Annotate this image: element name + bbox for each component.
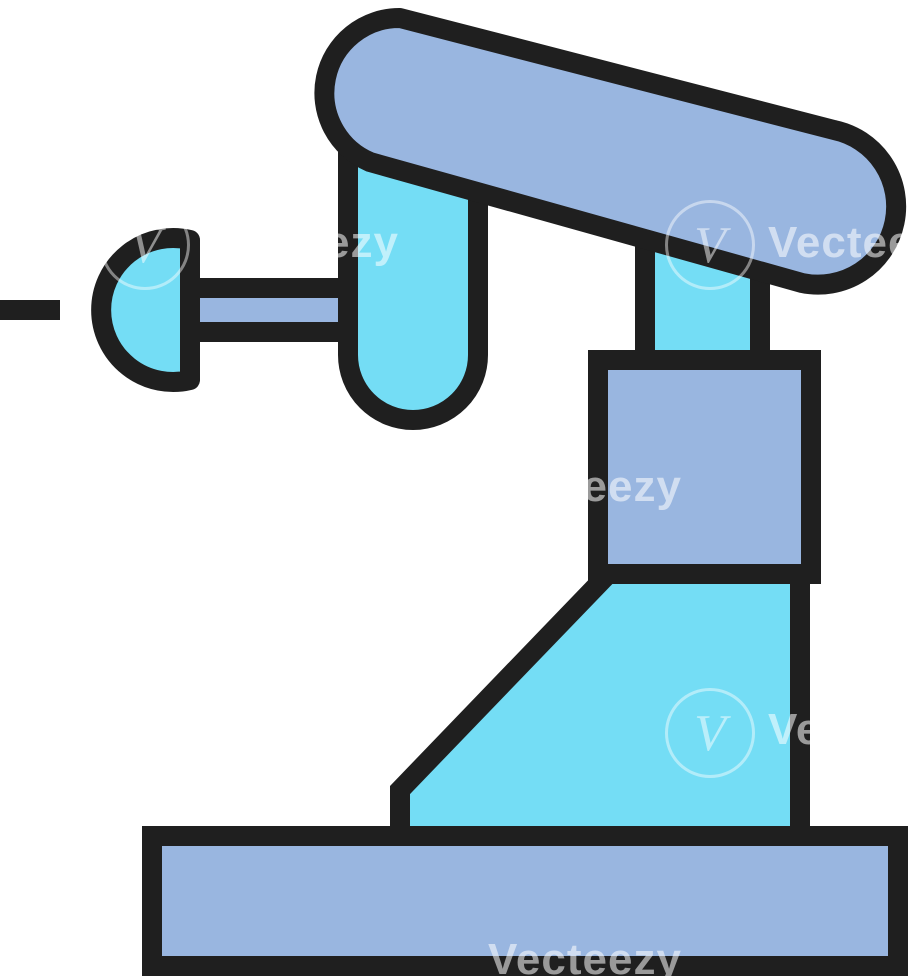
pedestal-torso — [390, 562, 810, 848]
base-plate — [142, 826, 908, 976]
upper-arm — [314, 7, 907, 295]
shoulder-column — [588, 350, 821, 584]
forearm-segment — [338, 140, 488, 430]
tool-head — [91, 228, 200, 392]
wrist-rod — [170, 278, 362, 342]
